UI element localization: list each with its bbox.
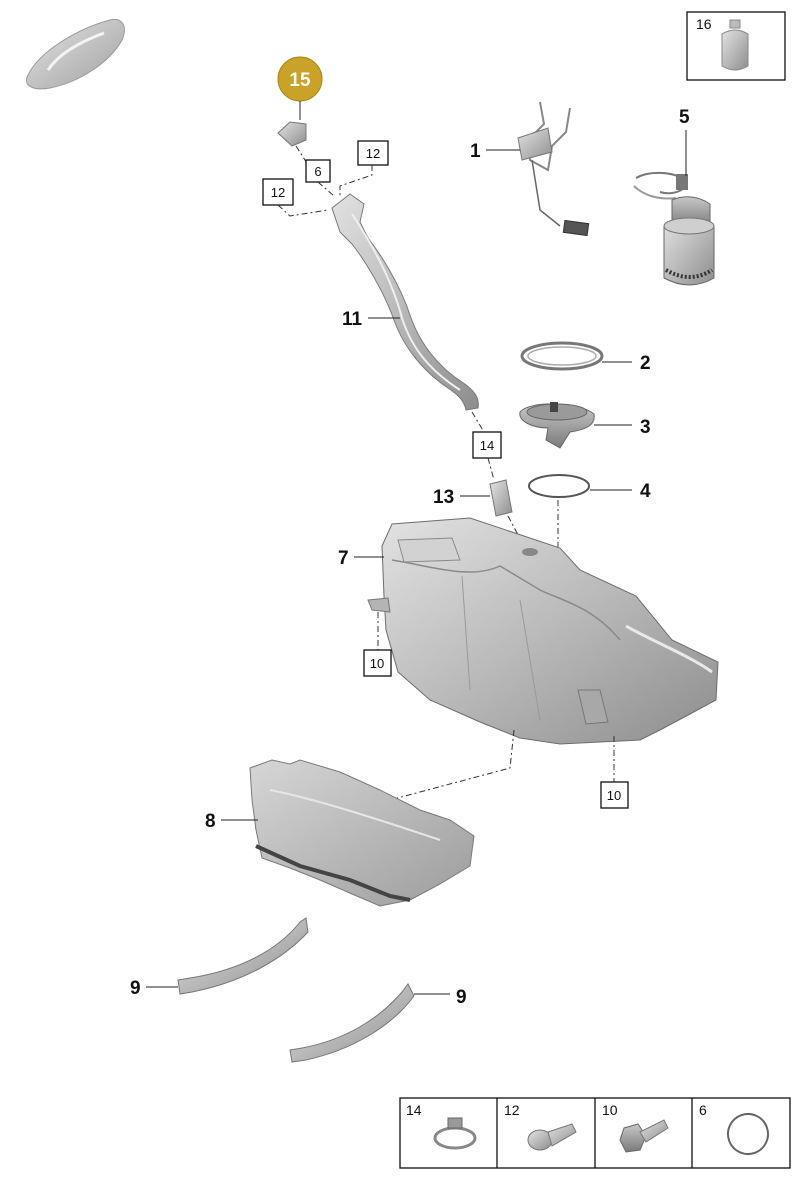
- ref-box-10-right-label: 10: [607, 788, 621, 803]
- ref-box-10-left-label: 10: [370, 656, 384, 671]
- part-15-badge[interactable]: 15: [277, 56, 323, 102]
- ref-box-12-lower: 12: [262, 178, 294, 206]
- filler-neck-part: [331, 193, 479, 411]
- callout-9-upper: 9: [130, 978, 141, 999]
- fuel-tank-part: [367, 517, 719, 745]
- callout-3: 3: [640, 417, 651, 438]
- part-15-label: 15: [289, 70, 311, 91]
- gasket-ring-part: [520, 341, 604, 371]
- ref-box-12-upper-label: 12: [366, 146, 380, 161]
- legend-number-14: 14: [406, 1102, 422, 1118]
- bolt-icon: [527, 1123, 577, 1151]
- tank-strap-lower-part: [289, 983, 415, 1063]
- legend-number-6: 6: [699, 1102, 707, 1118]
- ref-box-14-label: 14: [480, 438, 494, 453]
- legend-cell-10[interactable]: 10: [602, 1102, 669, 1153]
- ref-box-6: 6: [305, 159, 331, 183]
- tank-strap-upper-part: [177, 917, 309, 995]
- legend-number-12: 12: [504, 1102, 520, 1118]
- vehicle-silhouette-icon: [26, 18, 125, 90]
- callout-2: 2: [640, 353, 651, 374]
- callout-11: 11: [342, 309, 363, 330]
- ref-box-10-left: 10: [363, 649, 392, 677]
- ref-box-6-label: 6: [314, 164, 321, 179]
- legend-number-10: 10: [602, 1102, 618, 1118]
- ref-box-12-upper: 12: [357, 140, 389, 166]
- legend-cell-12[interactable]: 12: [504, 1102, 577, 1151]
- callout-1: 1: [470, 141, 481, 162]
- heat-shield-part: [249, 759, 475, 907]
- hose-connector-part: [489, 479, 513, 517]
- callout-5: 5: [679, 107, 690, 128]
- seal-ring-part: [528, 474, 590, 498]
- callout-8: 8: [205, 811, 216, 832]
- ref-box-10-right: 10: [600, 781, 629, 809]
- o-ring-icon: [727, 1113, 769, 1155]
- fuel-pump-part: [633, 172, 715, 286]
- callout-13: 13: [433, 487, 454, 508]
- legend-cell-14[interactable]: 14: [406, 1102, 477, 1150]
- hose-clamp-icon: [433, 1117, 477, 1150]
- part-16-label: 16: [696, 16, 712, 32]
- legend-cell-6[interactable]: 6: [699, 1102, 774, 1160]
- fluid-bottle-icon: [721, 19, 749, 71]
- callout-4: 4: [640, 481, 651, 502]
- ref-box-14: 14: [472, 431, 502, 459]
- callout-7: 7: [338, 548, 349, 569]
- callout-9-lower: 9: [456, 987, 467, 1008]
- ref-box-12-lower-label: 12: [271, 185, 285, 200]
- flange-bolt-icon: [619, 1119, 669, 1153]
- legend-table: 14 12 10 6: [399, 1097, 791, 1169]
- part-16-box: 16: [686, 11, 786, 81]
- fuel-level-sender-part: [517, 101, 590, 237]
- tank-flange-part: [519, 402, 595, 449]
- filler-cap-part: [277, 121, 307, 147]
